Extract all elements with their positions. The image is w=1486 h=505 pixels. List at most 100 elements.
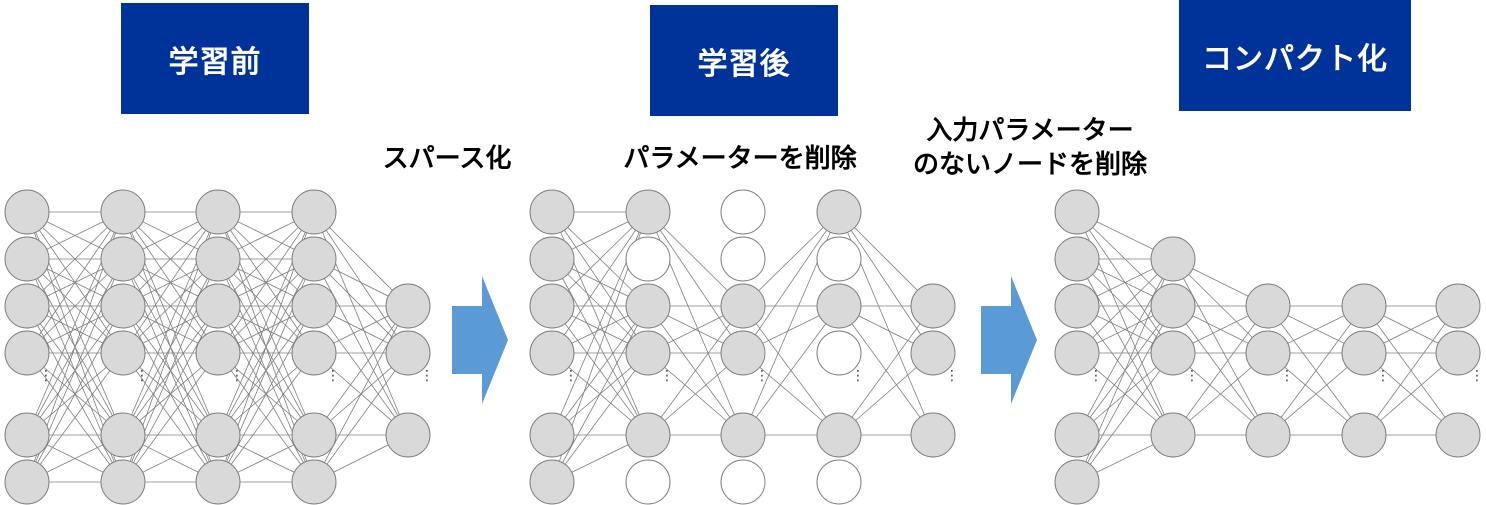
network-node (1435, 412, 1481, 458)
network-node (1054, 189, 1100, 235)
network-node (291, 189, 337, 235)
network-node (1054, 459, 1100, 505)
step-label-sparsify: スパース化 (382, 144, 512, 174)
network-node (291, 283, 337, 329)
layer-ellipsis: ⋮ (755, 368, 769, 384)
network-node (1341, 412, 1387, 458)
network-node (1245, 283, 1291, 329)
connection-edge (1172, 305, 1269, 436)
connection-edge (647, 305, 744, 436)
network-node (1435, 283, 1481, 329)
network-node (195, 330, 241, 376)
layer-ellipsis: ⋮ (1280, 368, 1294, 384)
network-node (1054, 330, 1100, 376)
connection-edge (313, 352, 409, 483)
network-node (385, 330, 431, 376)
step-label-remove-nodes-line1: 入力パラメーター (926, 116, 1134, 146)
network-node (291, 459, 337, 505)
network-node (625, 330, 671, 376)
network-node (291, 236, 337, 282)
connection-edge (122, 211, 219, 354)
network-node (195, 459, 241, 505)
layer-ellipsis: ⋮ (1470, 368, 1484, 384)
connection-edge (647, 211, 744, 354)
network-node (4, 283, 50, 329)
layer-ellipsis: ⋮ (230, 368, 244, 384)
step-label-remove-nodes-line2: のないノードを削除 (912, 150, 1147, 180)
connection-edge (1267, 305, 1365, 436)
header-after: 学習後 (650, 5, 838, 116)
network-node (529, 412, 575, 458)
network-node (100, 330, 146, 376)
network-node (385, 283, 431, 329)
network-node (910, 283, 956, 329)
network-node (529, 330, 575, 376)
connection-edge (838, 305, 934, 436)
network-node (625, 189, 671, 235)
network-node (625, 412, 671, 458)
network-node (1054, 283, 1100, 329)
network-node (100, 412, 146, 458)
layer-ellipsis: ⋮ (39, 368, 53, 384)
network-node (385, 412, 431, 458)
connection-edge (313, 305, 409, 483)
layer-ellipsis: ⋮ (564, 368, 578, 384)
connection-edge (551, 305, 649, 483)
ellipsis-group: ⋮⋮⋮⋮⋮⋮⋮⋮⋮⋮⋮⋮⋮⋮⋮ (39, 368, 1484, 384)
removed-node (625, 236, 671, 282)
layer-ellipsis: ⋮ (135, 368, 149, 384)
connection-edge (1076, 258, 1174, 436)
network-node (195, 412, 241, 458)
network-node (816, 412, 862, 458)
layer-ellipsis: ⋮ (1089, 368, 1103, 384)
connection-edge (26, 305, 124, 483)
connection-edge (122, 305, 219, 483)
removed-node (625, 459, 671, 505)
connection-edge (217, 352, 315, 483)
connection-edge (26, 352, 124, 483)
network-node (4, 459, 50, 505)
connection-edge (1076, 305, 1174, 483)
connection-edge (26, 211, 124, 354)
network-node (625, 283, 671, 329)
network-node (816, 189, 862, 235)
network-node (1150, 412, 1196, 458)
network-node (910, 330, 956, 376)
arrow-right-icon (981, 276, 1037, 404)
network-node (4, 330, 50, 376)
network-node (291, 412, 337, 458)
network-node (4, 236, 50, 282)
network-node (1150, 236, 1196, 282)
connection-edge (313, 305, 409, 436)
network-node (195, 189, 241, 235)
connection-edge (1172, 258, 1269, 436)
network-node (529, 189, 575, 235)
connection-edge (1363, 305, 1459, 436)
connection-edge (1076, 352, 1174, 483)
layer-ellipsis: ⋮ (945, 368, 959, 384)
network-node (195, 236, 241, 282)
connection-edge (742, 305, 840, 436)
network-node (1341, 283, 1387, 329)
layer-ellipsis: ⋮ (851, 368, 865, 384)
layer-ellipsis: ⋮ (420, 368, 434, 384)
network-node (1245, 330, 1291, 376)
network-node (291, 330, 337, 376)
nodes-group (4, 189, 1481, 505)
layer-ellipsis: ⋮ (326, 368, 340, 384)
removed-node (720, 459, 766, 505)
header-before: 学習前 (121, 3, 309, 114)
connection-edge (551, 305, 649, 436)
network-node (1150, 330, 1196, 376)
network-node (195, 283, 241, 329)
network-node (529, 283, 575, 329)
network-node (100, 189, 146, 235)
connection-edge (217, 305, 315, 483)
connection-edge (838, 211, 934, 354)
connection-edge (217, 211, 315, 354)
connection-edge (313, 258, 409, 436)
removed-node (720, 236, 766, 282)
network-node (1150, 283, 1196, 329)
connection-edge (551, 211, 649, 354)
